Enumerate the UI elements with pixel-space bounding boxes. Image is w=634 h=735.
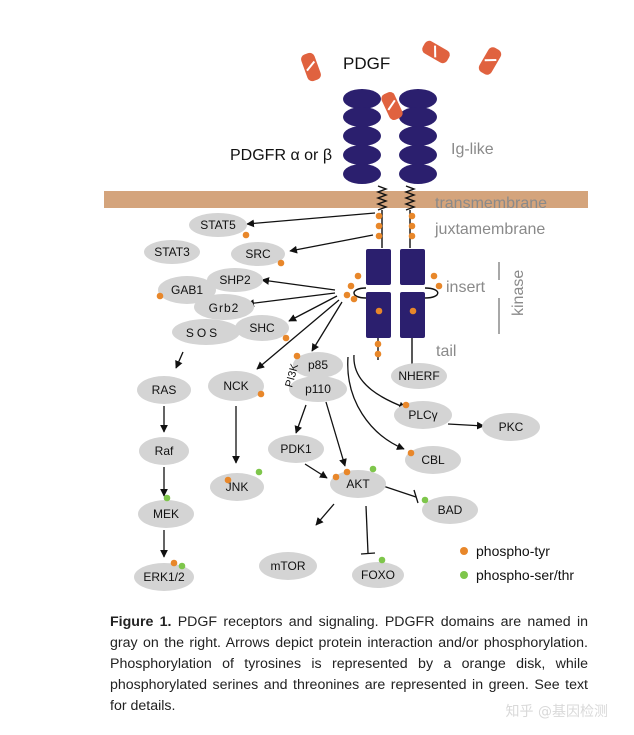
protein-mek: MEK: [153, 507, 179, 521]
protein-src: SRC: [245, 247, 271, 261]
protein-ras: RAS: [152, 383, 177, 397]
protein-sos: SOS: [186, 326, 220, 340]
legend-tyr: phospho-tyr: [476, 543, 550, 559]
protein-stat5: STAT5: [200, 218, 236, 232]
transmembrane-label: transmembrane: [435, 195, 547, 212]
pdgf-signaling-diagram: PDGF PDGFR α or β: [104, 40, 588, 591]
protein-plcg: PLCγ: [408, 408, 437, 422]
protein-mtor: mTOR: [270, 559, 305, 573]
protein-pdk1: PDK1: [280, 442, 312, 456]
protein-phospho-ser-dots: [163, 465, 429, 570]
protein-erk: ERK1/2: [143, 570, 185, 584]
interaction-arrows: [160, 212, 485, 558]
protein-gab1: GAB1: [171, 283, 203, 297]
protein-nck: NCK: [223, 379, 248, 393]
receptor-kinase-domains: [366, 249, 425, 338]
ig-like-label: Ig-like: [451, 141, 494, 158]
transmembrane-helix: [376, 185, 416, 211]
protein-shc: SHC: [249, 321, 275, 335]
figure-caption-text: PDGF receptors and signaling. PDGFR doma…: [110, 614, 588, 714]
pdgf-label: PDGF: [343, 54, 390, 73]
protein-pkc: PKC: [499, 420, 524, 434]
protein-foxo: FOXO: [361, 568, 395, 582]
figure-label: Figure 1.: [110, 614, 172, 630]
pdgfr-label: PDGFR α or β: [230, 147, 332, 164]
protein-cbl: CBL: [421, 453, 445, 467]
protein-p110: p110: [305, 382, 331, 396]
kinase-label: kinase: [510, 270, 527, 316]
receptor-ig-like-domains: [343, 89, 437, 184]
protein-stat3: STAT3: [154, 245, 190, 259]
juxtamembrane-label: juxtamembrane: [434, 221, 545, 238]
protein-grb2: Grb2: [209, 301, 240, 315]
watermark: 知乎 @基因检测: [505, 704, 608, 720]
protein-bad: BAD: [438, 503, 463, 517]
protein-akt: AKT: [346, 477, 370, 491]
cell-membrane: [104, 191, 588, 208]
legend: phospho-tyr phospho-ser/thr: [460, 543, 574, 583]
protein-shp2: SHP2: [219, 273, 251, 287]
figure-caption: Figure 1. PDGF receptors and signaling. …: [110, 612, 588, 717]
insert-label: insert: [446, 279, 486, 296]
protein-nodes: [134, 213, 540, 591]
bound-pdgf-icon: [381, 91, 403, 121]
protein-jnk: JNK: [226, 480, 249, 494]
tail-label: tail: [436, 343, 456, 360]
legend-ser: phospho-ser/thr: [476, 567, 574, 583]
pdgf-ligand-icon: [301, 40, 502, 82]
protein-phospho-tyr-dots: [156, 231, 415, 567]
protein-nherf: NHERF: [398, 369, 439, 383]
receptor-phospho-tyr-dots: [343, 212, 443, 358]
protein-p85: p85: [308, 358, 328, 372]
protein-raf: Raf: [155, 444, 174, 458]
